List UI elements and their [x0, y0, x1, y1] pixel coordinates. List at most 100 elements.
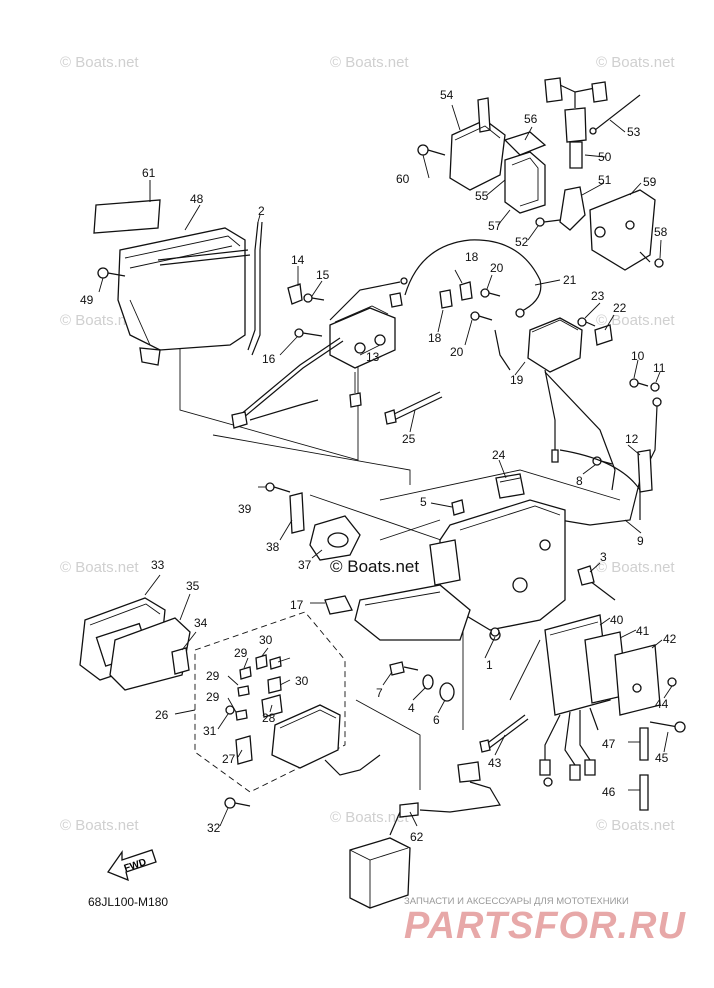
part-23-screw: [577, 317, 596, 327]
callout-19: 19: [510, 373, 524, 387]
part-6-grommet: [439, 682, 455, 702]
callout-26: 26: [155, 708, 169, 722]
part-4-collar: [422, 674, 434, 690]
fuse-box: [271, 704, 381, 776]
callout-49: 49: [80, 293, 94, 307]
part-62-battery-lead: [389, 761, 501, 836]
leader-lines: [98, 104, 673, 827]
part-10-screw: [629, 378, 649, 388]
main-bracket: [354, 499, 566, 641]
callout-52: 52: [515, 235, 529, 249]
callout-38: 38: [266, 540, 280, 554]
part-2-wire-loop: [157, 221, 263, 356]
callout-23: 23: [591, 289, 605, 303]
callout-60: 60: [396, 172, 410, 186]
callout-25: 25: [402, 432, 416, 446]
callout-27: 27: [222, 752, 236, 766]
part-53-lead: [589, 94, 641, 135]
callout-39: 39: [238, 502, 252, 516]
callout-54: 54: [440, 88, 454, 102]
part-22-bracket: [594, 324, 613, 346]
watermark-text: © Boats.net: [60, 559, 139, 576]
watermark-text: © Boats.net: [596, 54, 675, 71]
part-34-clip: [171, 647, 190, 675]
callout-7: 7: [376, 686, 383, 700]
brand-footer: ЗАПЧАСТИ И АКСЕССУАРЫ ДЛЯ МОТОТЕХНИКИ PA…: [404, 896, 686, 947]
callout-24: 24: [492, 448, 506, 462]
part-46-pin: [639, 774, 649, 811]
battery: [349, 837, 411, 909]
part-51-connector: [559, 186, 586, 231]
part-1-nut: [490, 627, 500, 637]
part-14-cap: [287, 283, 303, 305]
callout-29a: 29: [234, 646, 248, 660]
part-3-screw: [577, 565, 616, 601]
watermark-text: © Boats.net: [330, 54, 409, 71]
part-47-pin: [639, 727, 649, 761]
callout-30b: 30: [295, 674, 309, 688]
watermark-text: © Boats.net: [596, 312, 675, 329]
callout-53: 53: [627, 125, 641, 139]
fwd-arrow: FWD: [106, 849, 157, 882]
callout-14: 14: [291, 253, 305, 267]
part-30-relay: [255, 654, 282, 694]
part-19-relay: [494, 317, 616, 491]
watermarks: © Boats.net © Boats.net © Boats.net © Bo…: [60, 54, 675, 834]
part-17-clamp: [324, 595, 353, 615]
part-21-lead: [404, 239, 542, 318]
part-29-fuse: [235, 656, 282, 721]
watermark-text: © Boats.net: [60, 817, 139, 834]
callout-15: 15: [316, 268, 330, 282]
callout-4: 4: [408, 701, 415, 715]
watermark-text: © Boats.net: [330, 809, 409, 826]
callout-51: 51: [598, 173, 612, 187]
part-7-bolt: [389, 661, 419, 676]
callout-29b: 29: [206, 669, 220, 683]
watermark-text: © Boats.net: [596, 559, 675, 576]
part-15-screw: [303, 293, 325, 303]
callout-1: 1: [486, 658, 493, 672]
part-27-plate: [235, 735, 253, 765]
callout-16: 16: [262, 352, 276, 366]
callout-18b: 18: [428, 331, 442, 345]
callout-labels: 1 2 3 4 5 6 7 8 9 10 11 12 13 14 15 16 1…: [80, 88, 677, 844]
part-38-plate: [289, 492, 305, 534]
watermark-text: © Boats.net: [60, 312, 139, 329]
part-12-bracket: [637, 449, 653, 493]
callout-9: 9: [637, 534, 644, 548]
callout-62: 62: [410, 830, 424, 844]
callout-33: 33: [151, 558, 165, 572]
center-watermark: © Boats.net: [330, 557, 419, 576]
part-26-group: [194, 611, 346, 793]
part-18-cap: [439, 281, 473, 309]
callout-32: 32: [207, 821, 221, 835]
callout-46: 46: [602, 785, 616, 799]
watermark-text: © Boats.net: [596, 817, 675, 834]
callout-58: 58: [654, 225, 668, 239]
part-58-bolt: [639, 251, 664, 268]
part-42-cover: [614, 644, 661, 716]
callout-8: 8: [576, 474, 583, 488]
callout-34: 34: [194, 616, 208, 630]
cdi-leads: [539, 707, 599, 787]
part-44-screw: [667, 677, 677, 687]
callout-2: 2: [258, 204, 265, 218]
callout-5: 5: [420, 495, 427, 509]
callout-21: 21: [563, 273, 577, 287]
brand-name: PARTSFOR.RU: [404, 905, 686, 947]
callout-59: 59: [643, 175, 657, 189]
callout-50: 50: [598, 150, 612, 164]
callout-12: 12: [625, 432, 639, 446]
callout-61: 61: [142, 166, 156, 180]
part-55-holder: [504, 151, 546, 214]
part-16-screw: [294, 328, 323, 338]
part-52-screw: [535, 217, 561, 227]
callout-22: 22: [613, 301, 627, 315]
wiring-lines: [179, 300, 621, 790]
part-48-cover: [117, 227, 246, 366]
callout-28: 28: [262, 711, 276, 725]
part-43-cable-tie: [479, 714, 529, 753]
callout-41: 41: [636, 624, 650, 638]
part-35-gasket: [109, 617, 191, 691]
